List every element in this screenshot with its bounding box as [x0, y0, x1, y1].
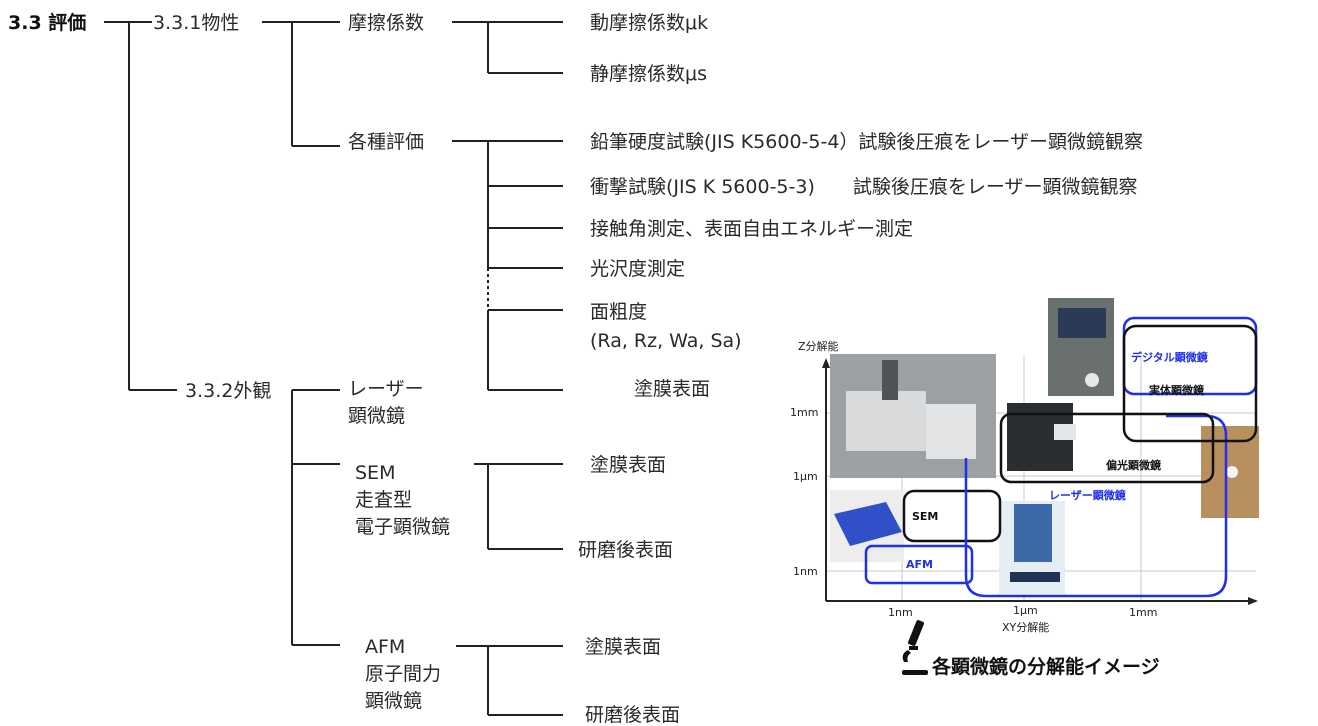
- leaf-afm-polished: 研磨後表面: [585, 704, 680, 726]
- z-tick-1mm: 1mm: [790, 406, 818, 419]
- node-appearance: 3.3.2外観: [185, 380, 271, 402]
- leaf-dynamic-friction: 動摩擦係数μk: [590, 12, 708, 34]
- node-sem-2: 走査型: [355, 489, 412, 511]
- label-laser-microscope: レーザー顕微鏡: [1049, 487, 1126, 503]
- node-friction-coefficient: 摩擦係数: [348, 12, 424, 34]
- leaf-sem-polished: 研磨後表面: [578, 539, 673, 561]
- node-laser-2: 顕微鏡: [348, 405, 405, 427]
- node-various-evaluations: 各種評価: [348, 131, 424, 153]
- xy-axis-label: XY分解能: [1002, 619, 1049, 635]
- node-afm-3: 顕微鏡: [365, 690, 422, 712]
- resolution-plot: [786, 296, 1262, 616]
- z-tick-1um: 1μm: [793, 470, 818, 483]
- leaf-static-friction: 静摩擦係数μs: [590, 63, 707, 85]
- leaf-afm-coating: 塗膜表面: [585, 636, 661, 658]
- leaf-roughness-1: 面粗度: [590, 301, 647, 323]
- microscope-photos: [830, 298, 1259, 594]
- label-stereo-microscope: 実体顕微鏡: [1149, 382, 1204, 398]
- microscope-icon: [898, 618, 930, 682]
- node-afm-1: AFM: [365, 636, 405, 658]
- z-axis-label: Z分解能: [798, 338, 839, 354]
- x-tick-1mm: 1mm: [1129, 606, 1157, 619]
- x-tick-1um: 1μm: [1013, 604, 1038, 617]
- figure-caption: 各顕微鏡の分解能イメージ: [932, 652, 1160, 679]
- leaf-gloss: 光沢度測定: [590, 258, 685, 280]
- node-laser-1: レーザー: [348, 378, 424, 400]
- label-sem: SEM: [912, 510, 938, 523]
- leaf-sem-coating: 塗膜表面: [590, 454, 666, 476]
- label-polarizing-microscope: 偏光顕微鏡: [1106, 457, 1161, 473]
- leaf-impact-test: 衝撃試験(JIS K 5600-5-3) 試験後圧痕をレーザー顕微鏡観察: [590, 176, 1138, 198]
- node-sem-3: 電子顕微鏡: [355, 516, 450, 538]
- z-tick-1nm: 1nm: [793, 565, 818, 578]
- leaf-contact-angle: 接触角測定、表面自由エネルギー測定: [590, 218, 913, 240]
- resolution-figure: Z分解能 1mm 1μm 1nm 1nm 1μm 1mm XY分解能 デジタル顕…: [786, 296, 1262, 616]
- leaf-pencil-hardness: 鉛筆硬度試験(JIS K5600-5-4）試験後圧痕をレーザー顕微鏡観察: [590, 131, 1143, 153]
- label-digital-microscope: デジタル顕微鏡: [1131, 349, 1208, 365]
- node-sem-1: SEM: [355, 462, 395, 484]
- node-physical-properties: 3.3.1物性: [153, 12, 239, 34]
- leaf-laser-coating: 塗膜表面: [634, 378, 710, 400]
- label-afm: AFM: [906, 558, 933, 571]
- root-node: 3.3 評価: [8, 12, 86, 34]
- node-afm-2: 原子間力: [365, 663, 441, 685]
- leaf-roughness-2: (Ra, Rz, Wa, Sa): [590, 330, 742, 352]
